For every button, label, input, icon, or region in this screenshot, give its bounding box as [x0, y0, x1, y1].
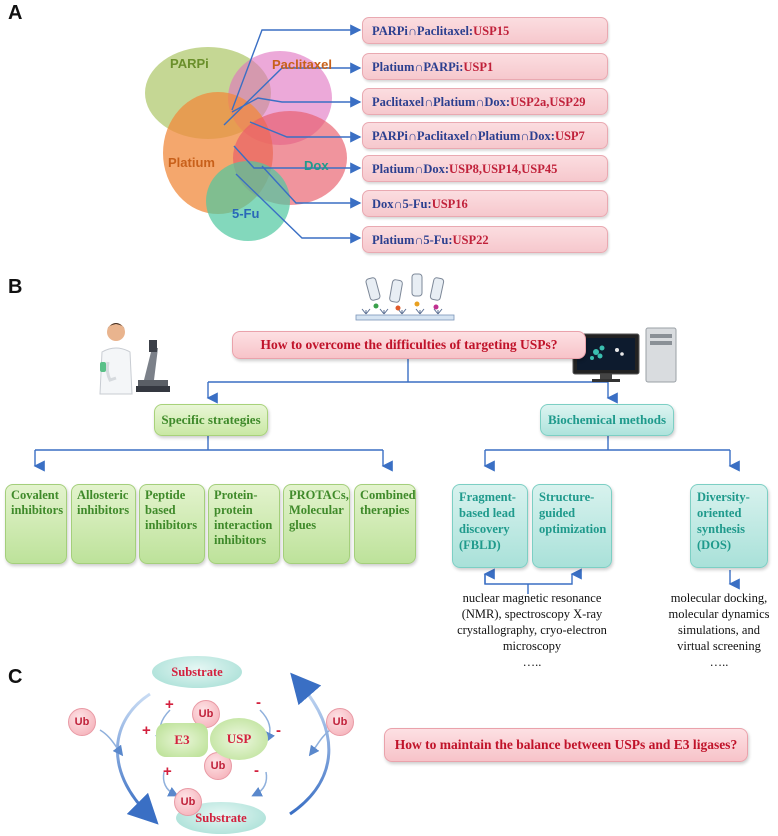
panel-label-b: B	[8, 276, 23, 298]
specific-strategies-node: Specific strategies	[154, 404, 268, 436]
ub-left: Ub	[68, 708, 96, 736]
minus-sign: -	[256, 694, 261, 711]
computer-workstation-icon	[572, 327, 677, 383]
substrate-top: Substrate	[152, 656, 242, 688]
venn-set-5fu	[206, 161, 290, 241]
method-structure-guided: Structure- guided optimization	[532, 484, 612, 568]
e3-ligase: E3	[156, 723, 208, 757]
question-targeting-usps: How to overcome the difficulties of targ…	[232, 331, 586, 359]
usp-enzyme: USP	[210, 718, 268, 760]
scientist-microscope-icon	[99, 323, 170, 395]
ubiquitin-cycle-arrows	[99, 672, 331, 825]
note-experimental-techniques: nuclear magnetic resonance (NMR), spectr…	[457, 591, 607, 669]
strategy-protacs-glues: PROTACs, Molecular glues	[283, 484, 350, 564]
intersection-pill: Platium∩PARPi:USP1	[362, 53, 608, 80]
question-balance-usps-e3: How to maintain the balance between USPs…	[384, 728, 748, 762]
panel-label-a: A	[8, 2, 23, 24]
venn-label-dox: Dox	[304, 158, 329, 173]
connector-5	[261, 165, 362, 209]
biochemical-methods-node: Biochemical methods	[540, 404, 674, 436]
ub-right: Ub	[326, 708, 354, 736]
panel-b-connectors	[33, 358, 740, 594]
panel-label-c: C	[8, 666, 23, 688]
venn-label-parpi: PARPi	[170, 56, 209, 71]
plus-sign: +	[165, 696, 174, 713]
venn-label-platium: Platium	[168, 155, 215, 170]
plus-sign: +	[163, 763, 172, 780]
intersection-pill: PARPi∩Paclitaxel:USP15	[362, 17, 608, 44]
note-computational-techniques: molecular docking, molecular dynamics si…	[668, 591, 770, 669]
connector-2	[231, 96, 362, 113]
intersection-pill: PARPi∩Paclitaxel∩Platium∩Dox:USP7	[362, 122, 608, 149]
connector-6	[235, 173, 362, 244]
connector-3	[249, 121, 362, 143]
strategy-combined-therapies: Combined therapies	[354, 484, 416, 564]
strategy-allosteric-inhibitors: Allosteric inhibitors	[71, 484, 136, 564]
strategy-covalent-inhibitors: Covalent inhibitors	[5, 484, 67, 564]
intersection-pill: Paclitaxel∩Platium∩Dox:USP2a,USP29	[362, 88, 608, 115]
venn-label-5fu: 5-Fu	[232, 206, 260, 221]
plus-sign: +	[142, 722, 151, 739]
method-fbld: Fragment- based lead discovery (FBLD)	[452, 484, 528, 568]
intersection-pill: Platium∩Dox:USP8,USP14,USP45	[362, 155, 608, 182]
strategy-peptide-based-inhibitors: Peptide based inhibitors	[139, 484, 205, 564]
minus-sign: -	[254, 762, 259, 779]
ub-on-substrate: Ub	[174, 788, 202, 816]
venn-diagram	[145, 24, 362, 244]
strategy-ppi-inhibitors: Protein- protein interaction inhibitors	[208, 484, 280, 564]
minus-sign: -	[276, 722, 281, 739]
connector-4	[233, 145, 362, 174]
venn-label-paclitaxel: Paclitaxel	[272, 57, 332, 72]
method-dos: Diversity- oriented synthesis (DOS)	[690, 484, 768, 568]
intersection-pill: Dox∩5-Fu:USP16	[362, 190, 608, 217]
antibody-assay-icon	[355, 273, 455, 321]
connector-0	[231, 24, 362, 111]
intersection-pill: Platium∩5-Fu:USP22	[362, 226, 608, 253]
